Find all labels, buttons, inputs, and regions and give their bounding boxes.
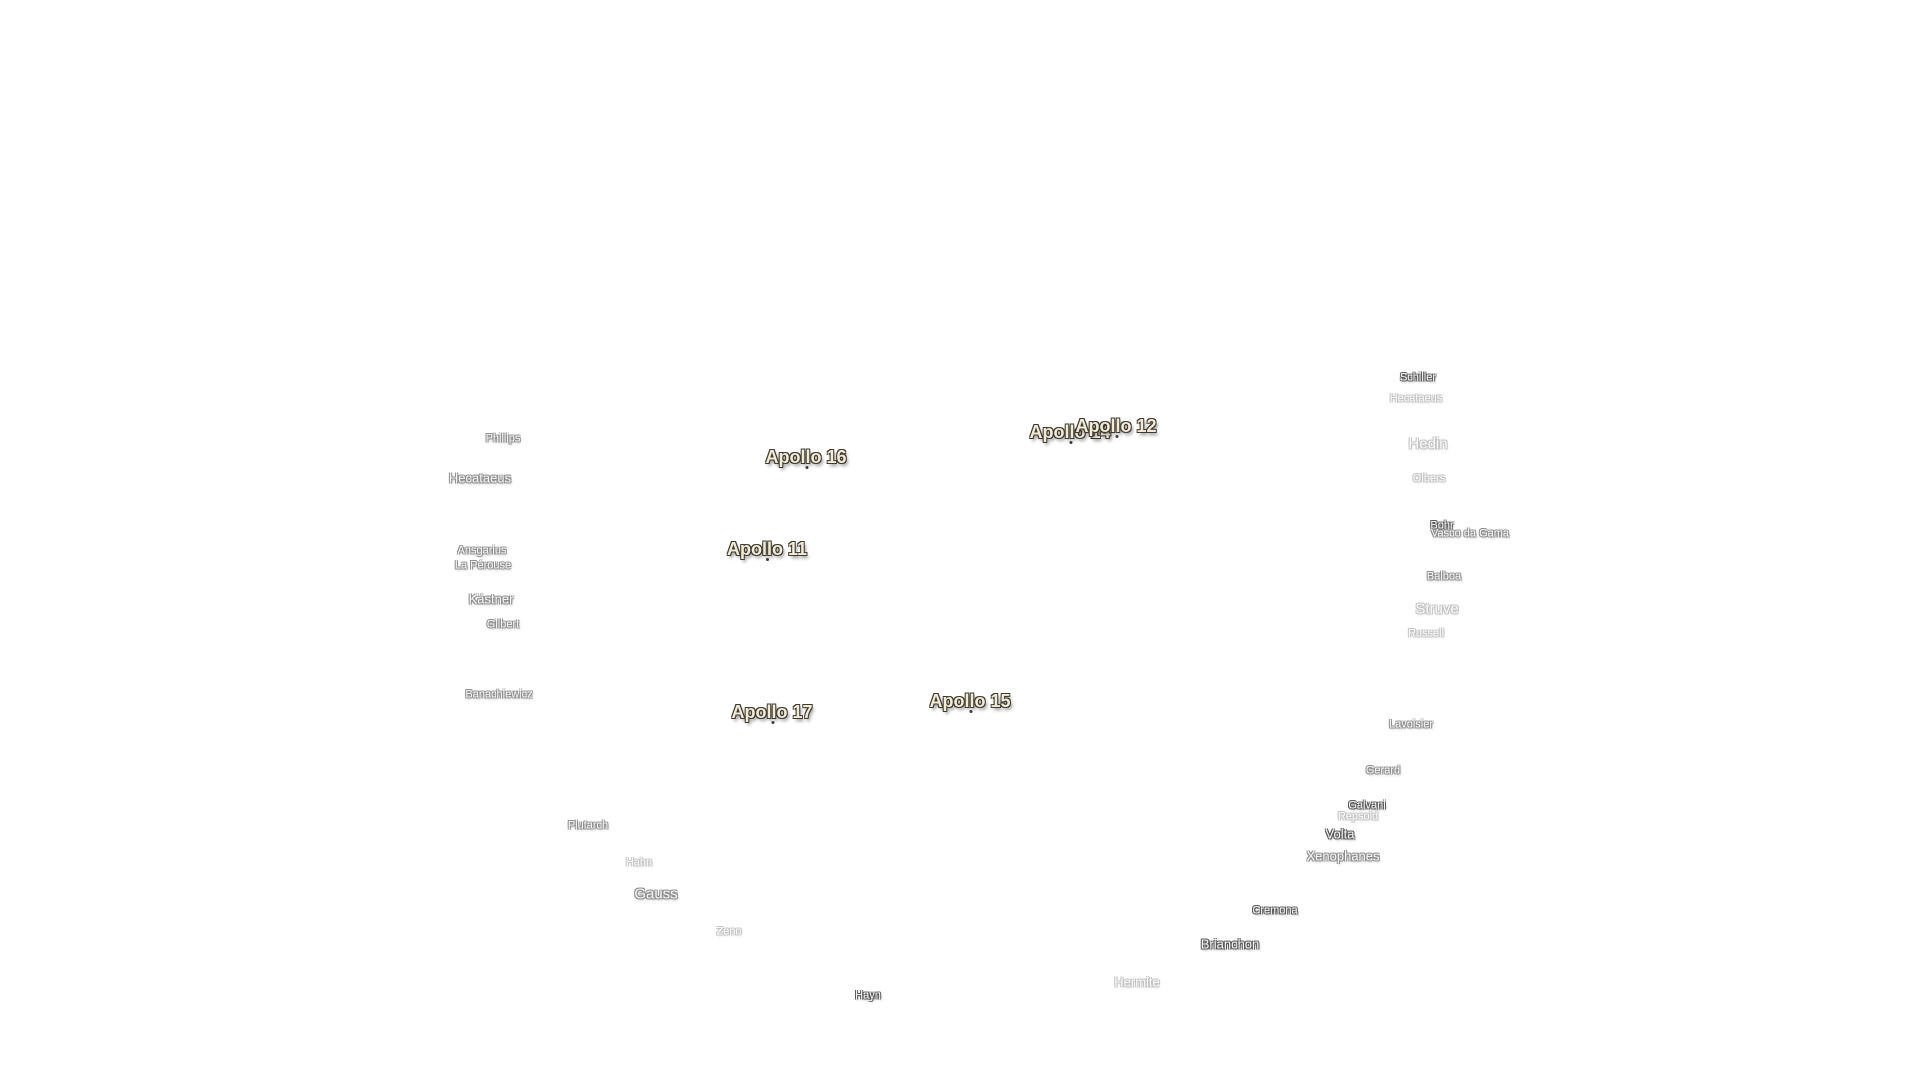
crater-russell[interactable]: Russell	[1407, 627, 1445, 640]
crater-gilbert[interactable]: Gilbert	[486, 618, 520, 631]
apollo-11-text: Apollo 11	[726, 539, 808, 559]
crater-banachiewicz[interactable]: Banachiewicz	[465, 688, 533, 701]
crater-hahn[interactable]: Hahn	[625, 856, 653, 869]
crater-hecataeus[interactable]: Hecataeus	[448, 470, 512, 486]
apollo-16-marker	[804, 466, 808, 469]
crater-hecataeus-r[interactable]: Hecataeus	[1389, 392, 1443, 405]
crater-schiller[interactable]: Schiller	[1399, 371, 1437, 384]
apollo-14-marker	[1068, 441, 1072, 444]
crater-balboa[interactable]: Balboa	[1426, 570, 1462, 583]
crater-lavoisier[interactable]: Lavoisier	[1388, 718, 1434, 731]
crater-galvani[interactable]: Galvani	[1348, 799, 1386, 812]
apollo-16-label[interactable]: Apollo 16	[765, 447, 847, 469]
crater-ansgarius[interactable]: Ansgarius	[457, 544, 507, 557]
apollo-12-label[interactable]: Apollo 12	[1075, 416, 1157, 438]
apollo-17-text: Apollo 17	[731, 702, 813, 722]
crater-hayn[interactable]: Hayn	[855, 989, 881, 1002]
crater-la-perouse[interactable]: La Pérouse	[454, 559, 512, 572]
crater-zeno[interactable]: Zeno	[716, 925, 742, 938]
apollo-15-label[interactable]: Apollo 15	[929, 691, 1011, 713]
crater-gerard[interactable]: Gerard	[1365, 764, 1401, 777]
apollo-14-label[interactable]: Apollo 14	[1029, 422, 1111, 444]
crater-hedin[interactable]: Hedin	[1408, 435, 1448, 453]
crater-bohr[interactable]: Bohr	[1430, 519, 1454, 532]
crater-xenophanes[interactable]: Xenophanes	[1306, 848, 1380, 864]
crater-olbers[interactable]: Olbers	[1412, 472, 1446, 485]
crater-phillips[interactable]: Phillips	[485, 432, 521, 445]
crater-hermite[interactable]: Hermite	[1114, 974, 1160, 990]
apollo-16-text: Apollo 16	[765, 447, 847, 467]
apollo-12-marker	[1114, 435, 1118, 438]
crater-volta[interactable]: Volta	[1325, 826, 1355, 842]
crater-gauss[interactable]: Gauss	[634, 885, 678, 903]
apollo-17-marker	[770, 721, 774, 724]
apollo-14-text: Apollo 14	[1029, 422, 1111, 442]
crater-vasco-da-gama[interactable]: Vasco da Gama	[1430, 527, 1510, 540]
crater-brianchon[interactable]: Brianchon	[1200, 936, 1260, 952]
crater-cremona[interactable]: Cremona	[1252, 904, 1298, 917]
apollo-17-label[interactable]: Apollo 17	[731, 702, 813, 724]
crater-kastner[interactable]: Kästner	[468, 591, 514, 607]
crater-plutarch[interactable]: Plutarch	[567, 819, 609, 832]
apollo-11-label[interactable]: Apollo 11	[726, 539, 808, 561]
crater-struve[interactable]: Struve	[1415, 600, 1459, 618]
crater-repsold[interactable]: Repsold	[1337, 810, 1379, 823]
apollo-15-text: Apollo 15	[929, 691, 1011, 711]
apollo-12-text: Apollo 12	[1075, 416, 1157, 436]
apollo-15-marker	[968, 710, 972, 713]
apollo-11-marker	[765, 558, 769, 561]
